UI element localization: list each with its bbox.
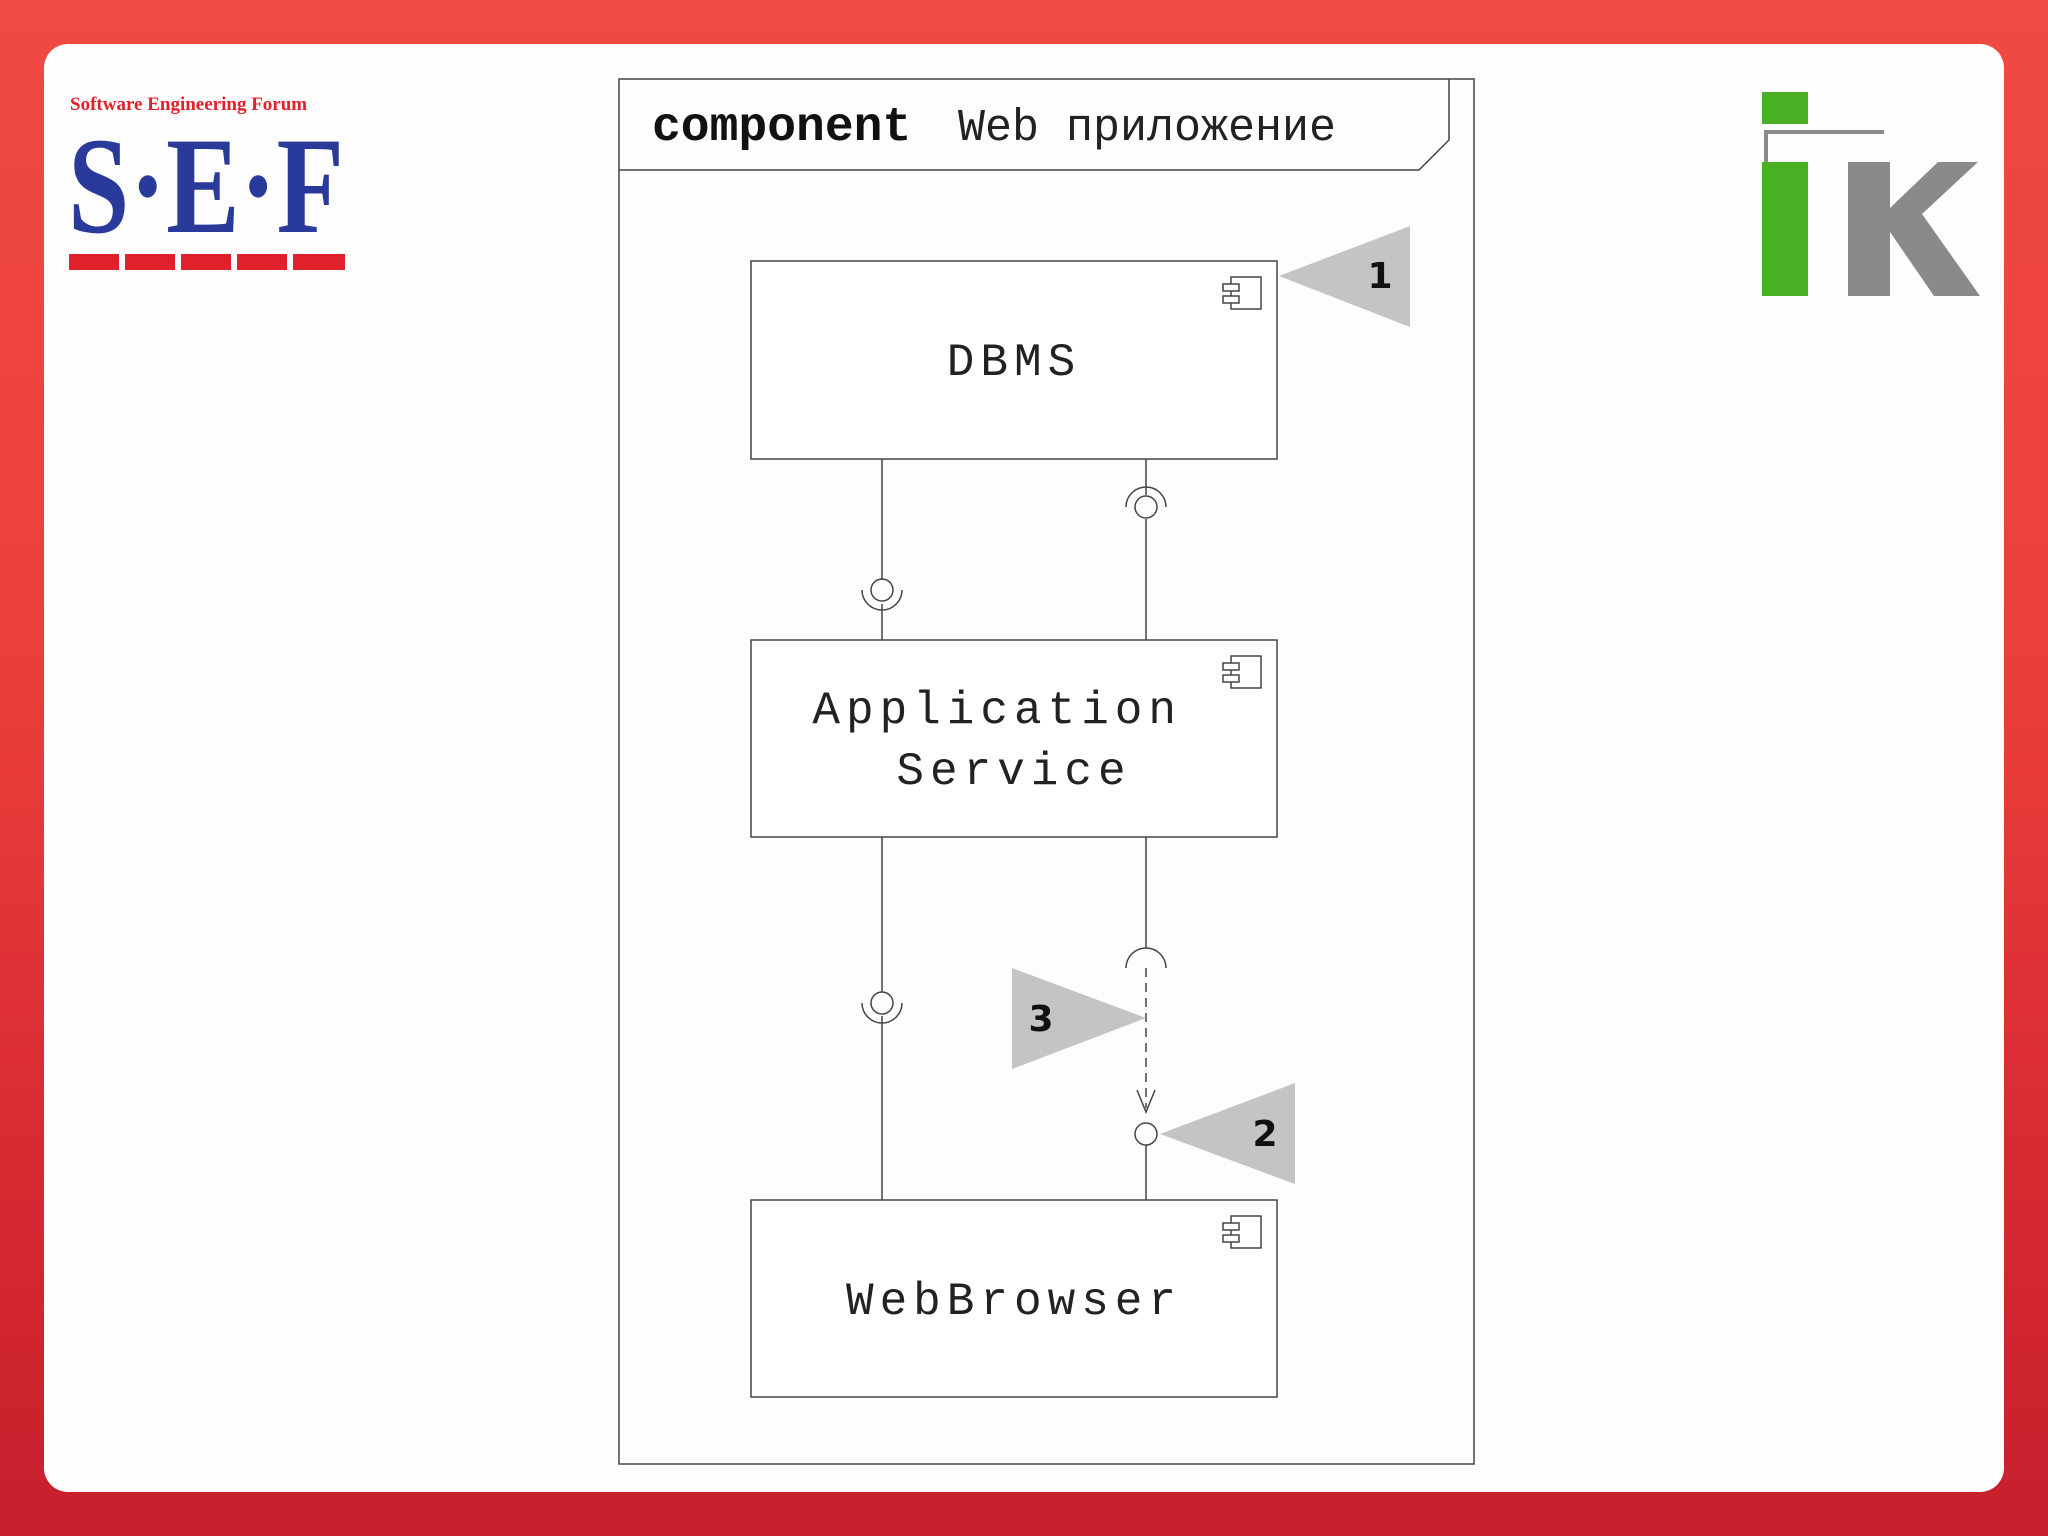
component-icon (1222, 655, 1262, 689)
component-label: DBMS (947, 337, 1081, 389)
ik-logo-dot (1762, 92, 1808, 124)
component-label: Application Service (812, 685, 1215, 798)
ik-logo-line (1764, 130, 1884, 162)
provided-interface-ball (1134, 495, 1158, 519)
required-interface-socket (861, 1002, 903, 1024)
component-icon (1222, 276, 1262, 310)
callout-2: 2 (1160, 1083, 1295, 1184)
provided-interface-ball (870, 578, 894, 602)
component-webbrowser[interactable]: WebBrowser (750, 1199, 1278, 1398)
ik-logo-stem (1762, 162, 1808, 296)
required-interface-socket (861, 589, 903, 611)
ik-logo-k (1848, 162, 1980, 296)
component-label-line: Service (896, 746, 1131, 798)
component-label-line: Application (812, 685, 1182, 737)
frame-border (618, 78, 1475, 1465)
ik-logo: ik (1762, 92, 1980, 296)
sef-logo-caption: Software Engineering Forum (70, 94, 307, 115)
sef-logo-red-bar (69, 254, 345, 270)
callout-3: 3 (1012, 968, 1146, 1069)
required-interface-socket (1125, 947, 1167, 969)
frame-name: Web приложение (958, 103, 1336, 154)
frame-name-tab (619, 79, 1450, 171)
callout-number: 2 (1252, 1114, 1277, 1155)
sef-logo: Software Engineering Forum S·E·F (68, 94, 345, 270)
connectors (861, 459, 1167, 1200)
callout-number: 3 (1028, 999, 1053, 1040)
sef-logo-wordmark: S·E·F (68, 109, 344, 262)
provided-interface-ball (1134, 1122, 1158, 1146)
provided-interface-ball (870, 991, 894, 1015)
component-icon (1222, 1215, 1262, 1249)
component-application-service[interactable]: Application Service (750, 639, 1278, 838)
component-dbms[interactable]: DBMS (750, 260, 1278, 460)
callout-number: 1 (1367, 256, 1392, 297)
dependency-arrowhead (1136, 1089, 1156, 1114)
component-label: WebBrowser (846, 1276, 1182, 1328)
frame-keyword: component (652, 101, 911, 155)
required-interface-socket (1125, 486, 1167, 508)
callout-1: 1 (1279, 226, 1410, 327)
